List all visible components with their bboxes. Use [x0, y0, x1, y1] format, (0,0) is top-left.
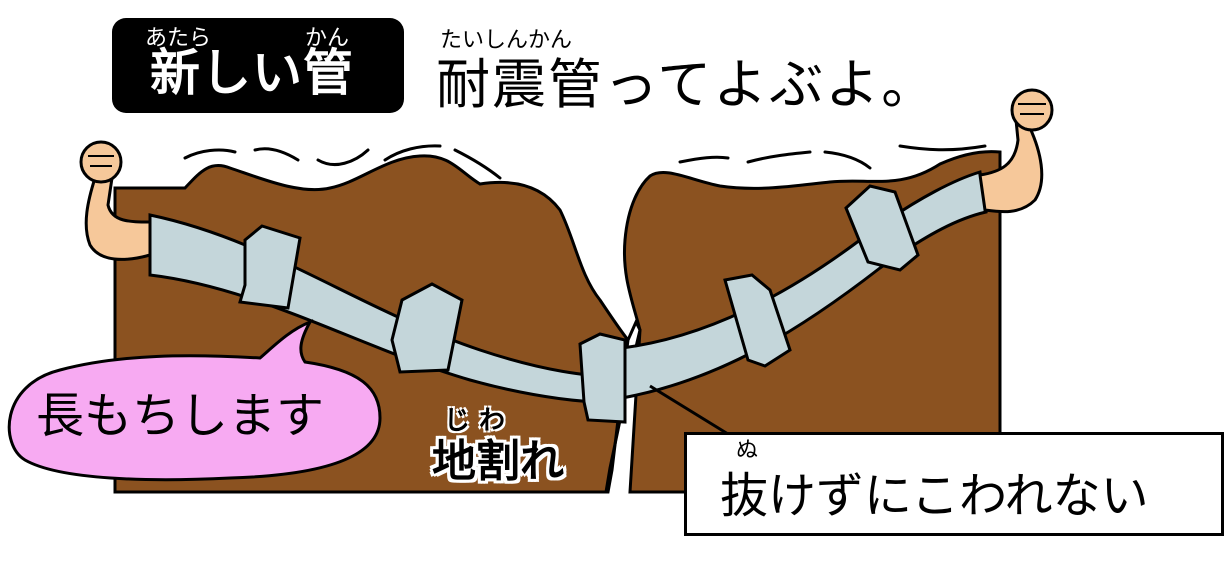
callout-leader: [649, 384, 729, 436]
title-badge: [112, 18, 404, 113]
pipe-joint: [723, 273, 792, 368]
callout-ruby: ぬ: [736, 438, 759, 463]
callout-box: [684, 432, 1224, 536]
right-arm: [978, 88, 1054, 214]
callout-label: 抜けずにこわれない: [720, 468, 1149, 524]
pipe-joint: [238, 224, 302, 310]
title-label: 新しい管: [150, 44, 354, 102]
crack-label: 地割れ: [432, 436, 564, 487]
title-ruby-1: あたら: [145, 26, 212, 51]
pipe-joint: [390, 282, 464, 374]
crack-ruby: じ わ: [444, 406, 506, 436]
headline-label: 耐震管ってよぶよ。: [436, 53, 938, 116]
pipe-joint: [578, 332, 627, 424]
left-arm: [79, 140, 152, 261]
title-ruby-2: かん: [305, 26, 350, 51]
shake-lines: [183, 144, 987, 180]
speech-bubble: [7, 319, 382, 482]
headline-ruby: たいしんかん: [440, 28, 573, 53]
speech-bubble-label: 長もちします: [36, 388, 325, 444]
pipe-joints: [238, 184, 920, 424]
pipe-joint: [844, 184, 920, 272]
